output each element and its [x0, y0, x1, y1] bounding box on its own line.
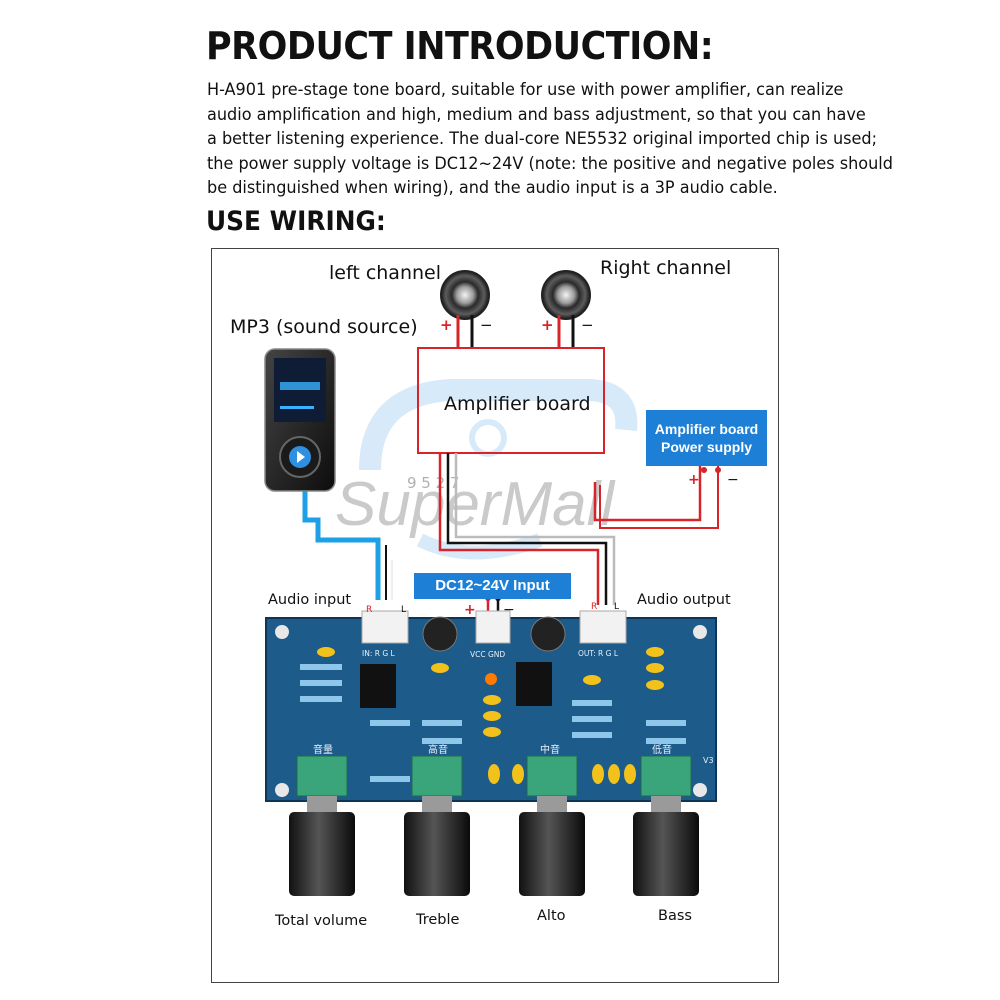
watermark-text: SuperMall: [335, 470, 616, 539]
alto-knob: [519, 755, 585, 896]
pcb-treble-label: 高音: [428, 743, 448, 756]
pcb-out-label: OUT: R G L: [578, 649, 619, 658]
right-channel-label: Right channel: [600, 257, 732, 279]
intro-line: audio amplification and high, medium and…: [207, 104, 866, 125]
amplifier-board-label: Amplifier board: [444, 393, 591, 415]
bass-knob: [633, 755, 699, 896]
power-supply-box: Amplifier board Power supply: [646, 410, 767, 466]
intro-line: H-A901 pre-stage tone board, suitable fo…: [207, 80, 844, 100]
dc-input-box: DC12~24V Input: [414, 573, 571, 599]
dc-minus: −: [503, 602, 515, 618]
left-speaker-icon: [440, 270, 490, 320]
knob-label-bass: Bass: [658, 908, 692, 924]
supply-line-2: Power supply: [660, 439, 753, 455]
mp3-source-label: MP3 (sound source): [230, 316, 418, 338]
pcb-in-label: IN: R G L: [362, 649, 396, 658]
output-l: L: [614, 602, 619, 612]
amplifier-board-box: [417, 347, 605, 454]
wiring-diagram-frame: [211, 248, 779, 983]
wiring-heading: USE WIRING:: [206, 206, 386, 237]
dc-plus: +: [464, 602, 476, 618]
treble-knob: [404, 755, 470, 896]
audio-input-label: Audio input: [268, 592, 352, 608]
intro-line: the power supply voltage is DC12~24V (no…: [207, 153, 893, 174]
knob-label-alto: Alto: [537, 908, 566, 924]
supply-plus: +: [688, 472, 700, 488]
intro-heading: PRODUCT INTRODUCTION:: [206, 24, 714, 68]
pcb-mid-label: 中音: [540, 743, 560, 756]
total-volume-knob: [289, 755, 355, 896]
intro-paragraph: H-A901 pre-stage tone board, suitable fo…: [207, 78, 893, 201]
right-plus: +: [541, 316, 554, 334]
mp3-player-icon: [264, 348, 336, 492]
supply-line-1: Amplifier board: [654, 421, 759, 437]
watermark-number: 9 5 2 7: [407, 474, 459, 492]
knob-label-total-volume: Total volume: [275, 913, 368, 929]
intro-line: a better listening experience. The dual-…: [207, 129, 878, 150]
supply-minus: −: [727, 472, 739, 488]
left-channel-label: left channel: [329, 262, 441, 284]
input-r: R: [366, 605, 372, 615]
output-r: R: [591, 602, 597, 612]
intro-line: be distinguished when wiring), and the a…: [207, 178, 778, 199]
audio-output-label: Audio output: [637, 592, 731, 608]
pcb-version-label: V3: [703, 756, 714, 765]
left-minus: −: [480, 316, 493, 334]
pcb-vcc-label: VCC GND: [470, 650, 505, 659]
left-plus: +: [440, 316, 453, 334]
input-l: L: [401, 605, 406, 615]
knob-label-treble: Treble: [416, 912, 460, 928]
right-minus: −: [581, 316, 594, 334]
right-speaker-icon: [541, 270, 591, 320]
pcb-volume-label: 音量: [313, 743, 333, 756]
pcb-bass-label: 低音: [652, 743, 672, 756]
